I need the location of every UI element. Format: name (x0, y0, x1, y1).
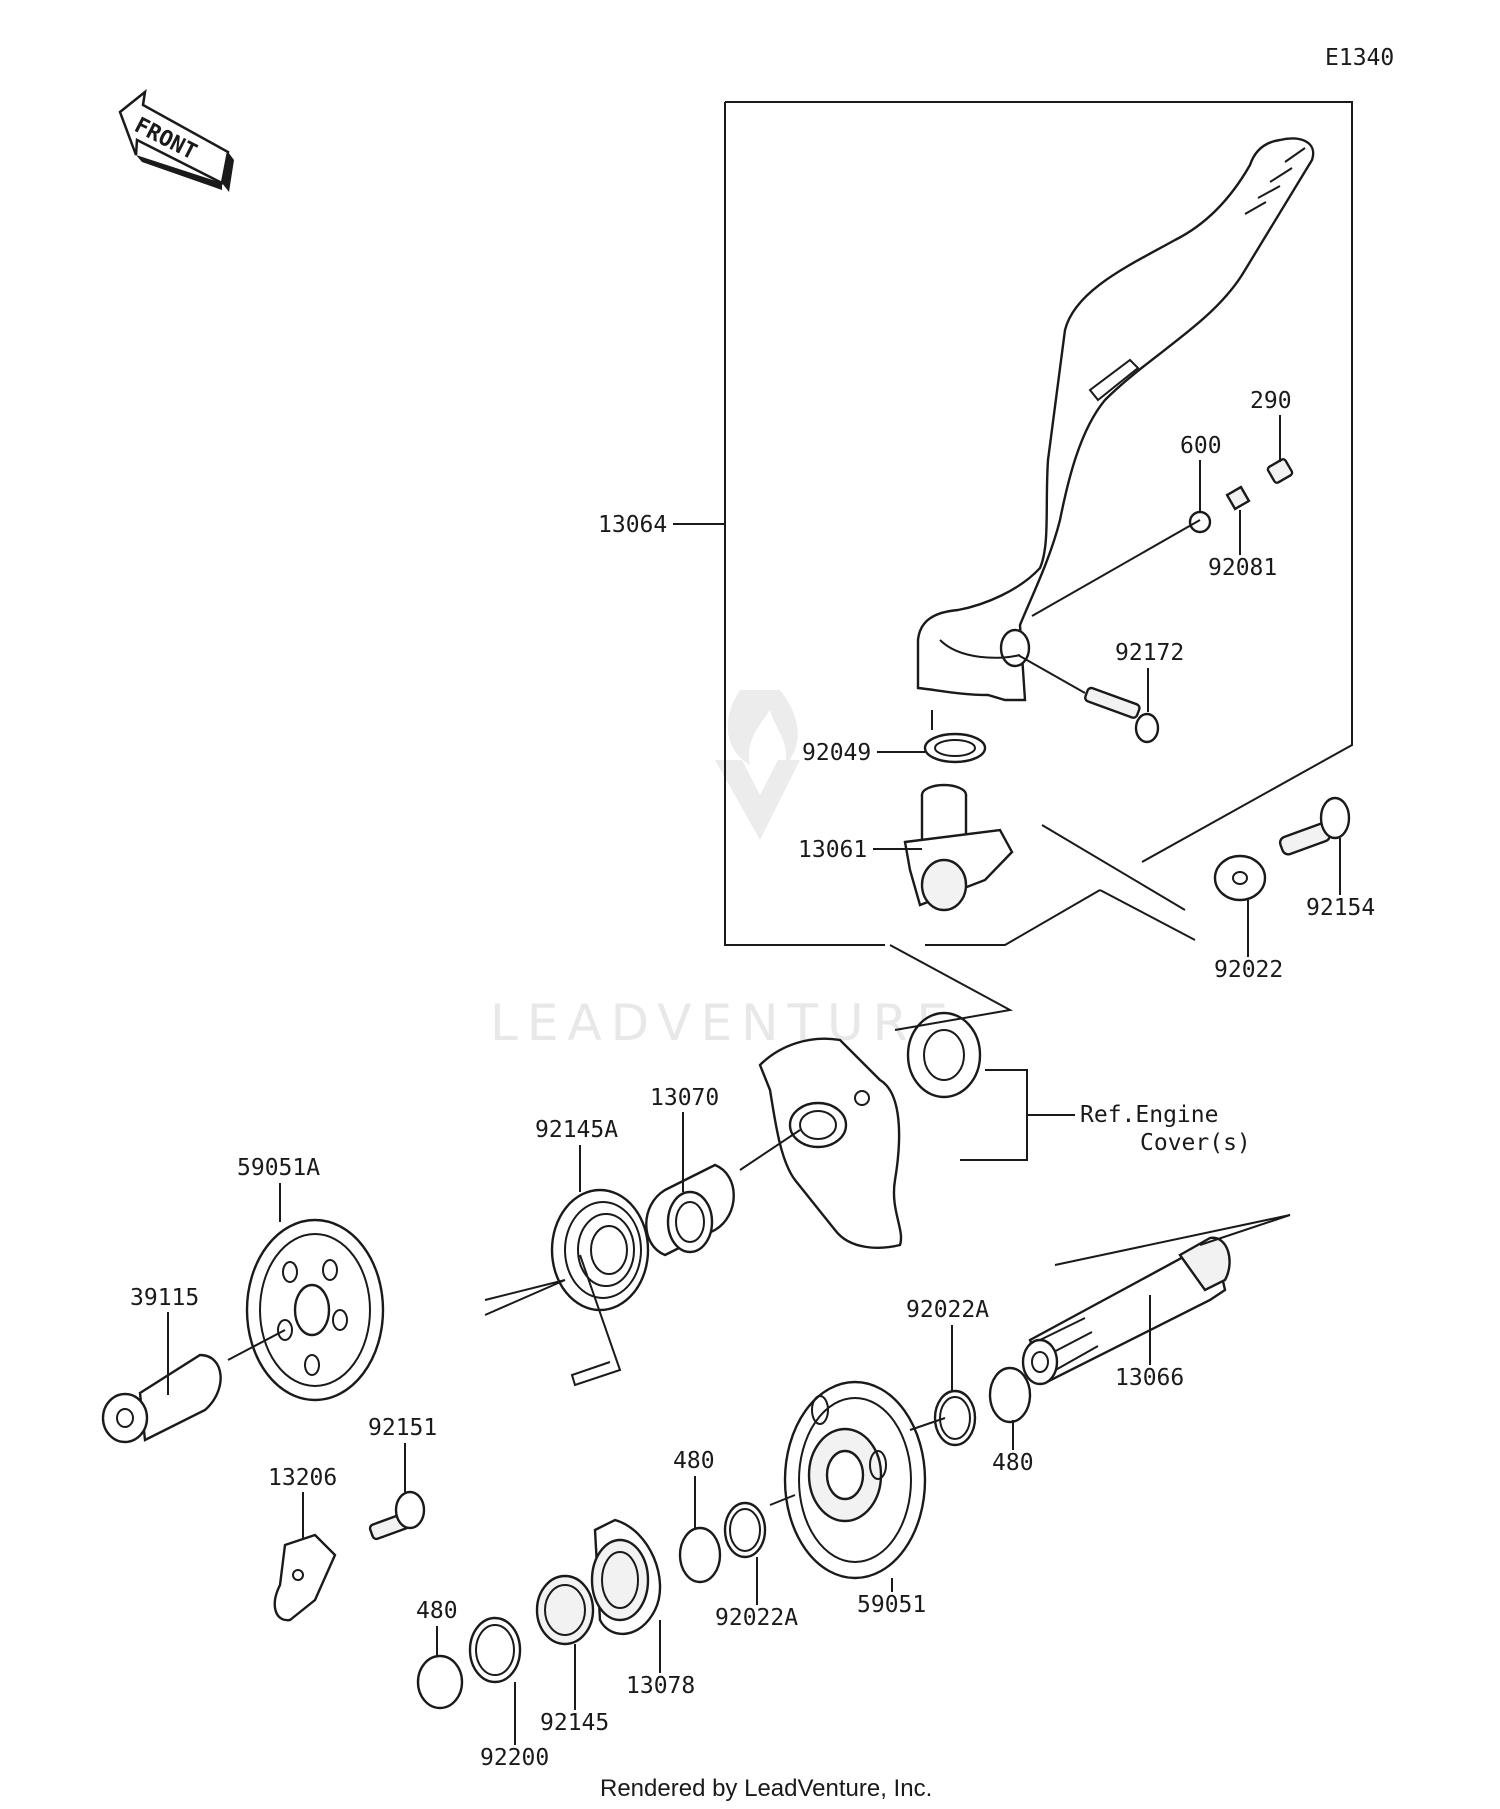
clip-480-left-icon (416, 1654, 464, 1710)
ref-note-line2: Cover(s) (1140, 1130, 1251, 1156)
ratchet-13078-icon (590, 1518, 662, 1635)
watermark: LEADVENTURE (490, 690, 957, 1052)
seal-92049-icon (923, 732, 987, 764)
part-label: 600 (1180, 433, 1222, 459)
bushing-13070-icon (645, 1163, 735, 1257)
part-label: 480 (992, 1450, 1034, 1476)
assembly-box (725, 101, 1353, 863)
part-label: 92145A (535, 1117, 618, 1143)
part-label: 59051A (237, 1155, 320, 1181)
washer-92200-icon (468, 1616, 522, 1684)
ball-icon (1188, 510, 1212, 534)
part-labels: 13064 290 600 92081 92172 92049 13061 92… (130, 388, 1375, 1771)
part-label: 290 (1250, 388, 1292, 414)
gear-59051A-icon (245, 1218, 385, 1402)
washer-92022A-top-icon (933, 1389, 977, 1447)
spring-icon (1225, 485, 1251, 511)
plug-icon (1266, 458, 1294, 484)
spring-92145A-icon (550, 1188, 650, 1387)
part-label: 13061 (798, 837, 867, 863)
part-label: 92081 (1208, 555, 1277, 581)
kick-shaft-13061-icon (903, 783, 1014, 912)
part-label: 13066 (1115, 1365, 1184, 1391)
part-label: 13064 (598, 512, 667, 538)
oil-seal-icon (906, 1011, 982, 1099)
part-label: 92145 (540, 1710, 609, 1736)
clip-480-middle-icon (678, 1526, 722, 1584)
engine-cover-icon (758, 1037, 903, 1249)
footer-credit: Rendered by LeadVenture, Inc. (600, 1775, 932, 1802)
front-arrow-icon: FRONT (118, 89, 234, 192)
guide-13206-icon (273, 1533, 337, 1622)
spring-92145-icon (535, 1574, 595, 1646)
diagram-code: E1340 (1325, 45, 1394, 71)
part-label: 13078 (626, 1673, 695, 1699)
gear-59051-icon (783, 1380, 927, 1580)
part-label: 92151 (368, 1415, 437, 1441)
bolt-92172-icon (1017, 654, 1160, 744)
shaft-13066-icon (1021, 1236, 1231, 1386)
part-label: 92200 (480, 1745, 549, 1771)
part-label: 480 (416, 1598, 458, 1624)
part-label: 92022A (906, 1297, 989, 1323)
watermark-text: LEADVENTURE (490, 994, 957, 1052)
part-label: 39115 (130, 1285, 199, 1311)
kick-pedal-lever (916, 137, 1315, 702)
part-label: 13070 (650, 1085, 719, 1111)
bolt-92151-icon (368, 1490, 426, 1541)
washer-92022-icon (1213, 854, 1267, 902)
part-label: 59051 (857, 1592, 926, 1618)
part-label: 13206 (268, 1465, 337, 1491)
part-label: 480 (673, 1448, 715, 1474)
part-label: 92022 (1214, 957, 1283, 983)
part-label: 92172 (1115, 640, 1184, 666)
part-label: 92154 (1306, 895, 1375, 921)
bolt-92154-icon (1278, 796, 1351, 856)
part-label: 92049 (802, 740, 871, 766)
part-label: 92022A (715, 1605, 798, 1631)
shaft-39115-icon (101, 1353, 222, 1444)
washer-92022A-bottom-icon (723, 1501, 767, 1559)
clip-480-right-icon (988, 1366, 1032, 1424)
ref-note-line1: Ref.Engine (1080, 1102, 1218, 1128)
